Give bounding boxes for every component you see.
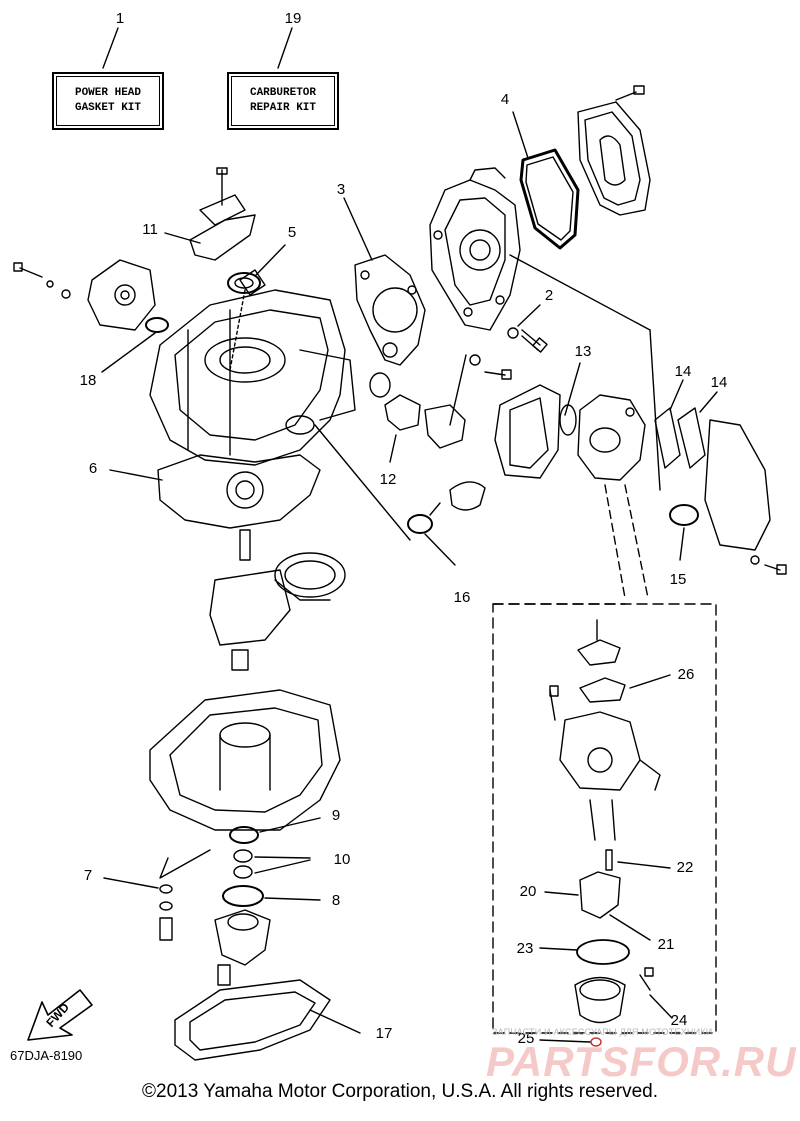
carburetor-detail-parts bbox=[539, 619, 673, 1047]
callout-10: 10 bbox=[333, 851, 351, 868]
callout-8: 8 bbox=[331, 892, 341, 909]
callout-3: 3 bbox=[336, 181, 346, 198]
callout-19: 19 bbox=[284, 10, 302, 27]
callout-24: 24 bbox=[670, 1012, 688, 1029]
callout-14b: 14 bbox=[710, 374, 728, 391]
callout-15: 15 bbox=[669, 571, 687, 588]
callout-6: 6 bbox=[88, 460, 98, 477]
callout-1: 1 bbox=[115, 10, 125, 27]
kit-label-line2: GASKET KIT bbox=[74, 102, 141, 114]
side-pump-assembly bbox=[13, 259, 156, 331]
callout-4: 4 bbox=[500, 91, 510, 108]
crankshaft-piston bbox=[209, 529, 346, 671]
fwd-arrow-icon bbox=[27, 989, 93, 1041]
callout-18: 18 bbox=[79, 372, 97, 389]
cylinder-head-cover bbox=[577, 85, 651, 216]
carburetor-repair-kit-box: CARBURETOR REPAIR KIT bbox=[227, 72, 339, 130]
callout-14: 14 bbox=[674, 363, 692, 380]
callout-12: 12 bbox=[379, 471, 397, 488]
callout-20: 20 bbox=[519, 883, 537, 900]
callout-13: 13 bbox=[574, 343, 592, 360]
copyright-notice: ©2013 Yamaha Motor Corporation, U.S.A. A… bbox=[142, 1081, 658, 1102]
kit-label-line2: REPAIR KIT bbox=[249, 102, 316, 114]
part-15-intake-silencer bbox=[669, 419, 787, 575]
part-17-base-gasket bbox=[174, 979, 361, 1061]
lower-housing bbox=[214, 909, 271, 986]
part-5-oil-seal bbox=[227, 244, 286, 294]
kit-leader-lines bbox=[102, 27, 293, 69]
callout-11: 11 bbox=[142, 221, 158, 238]
part-6-crankcase-gasket bbox=[109, 454, 321, 529]
cylinder-block bbox=[149, 269, 356, 466]
callout-23: 23 bbox=[516, 940, 534, 957]
callout-7: 7 bbox=[83, 867, 93, 884]
part-11-gasket bbox=[164, 167, 256, 261]
part-2-bolt bbox=[507, 304, 548, 353]
intake-manifold bbox=[494, 362, 581, 479]
callout-9: 9 bbox=[331, 807, 341, 824]
callout-16: 16 bbox=[453, 589, 471, 606]
callout-2: 2 bbox=[544, 287, 554, 304]
callout-5: 5 bbox=[287, 224, 297, 241]
callout-25: 25 bbox=[517, 1030, 535, 1047]
callout-22: 22 bbox=[676, 859, 694, 876]
part-4-gasket bbox=[512, 111, 580, 250]
part-12-thermostat bbox=[369, 354, 512, 463]
callout-26: 26 bbox=[677, 666, 695, 683]
kit-label-line1: POWER HEAD bbox=[74, 87, 141, 99]
carburetor-detail-box bbox=[492, 603, 717, 1034]
callout-17: 17 bbox=[375, 1025, 393, 1042]
cylinder-head bbox=[429, 167, 521, 331]
lower-crankcase bbox=[149, 689, 341, 879]
kit-label-line1: CARBURETOR bbox=[249, 87, 316, 99]
part-16-o-ring-plug bbox=[314, 424, 486, 566]
diagram-code: 67DJA-8190 bbox=[10, 1048, 83, 1063]
power-head-gasket-kit-box: POWER HEAD GASKET KIT bbox=[52, 72, 164, 130]
seal-stack bbox=[222, 817, 321, 907]
carburetor-top bbox=[577, 394, 649, 599]
watermark-logo: PARTSFOR.RU bbox=[486, 1038, 797, 1085]
part-18-o-ring bbox=[101, 317, 169, 373]
part-14-gaskets bbox=[654, 379, 718, 469]
callout-21: 21 bbox=[657, 936, 675, 953]
watermark-tagline: ЗАПЧАСТИ И АКСЕССУАРЫ ДЛЯ МОТОТЕХНИКИ bbox=[492, 1027, 713, 1037]
part-7-washer-bolt bbox=[103, 877, 173, 941]
part-3-head-gasket bbox=[343, 197, 426, 366]
